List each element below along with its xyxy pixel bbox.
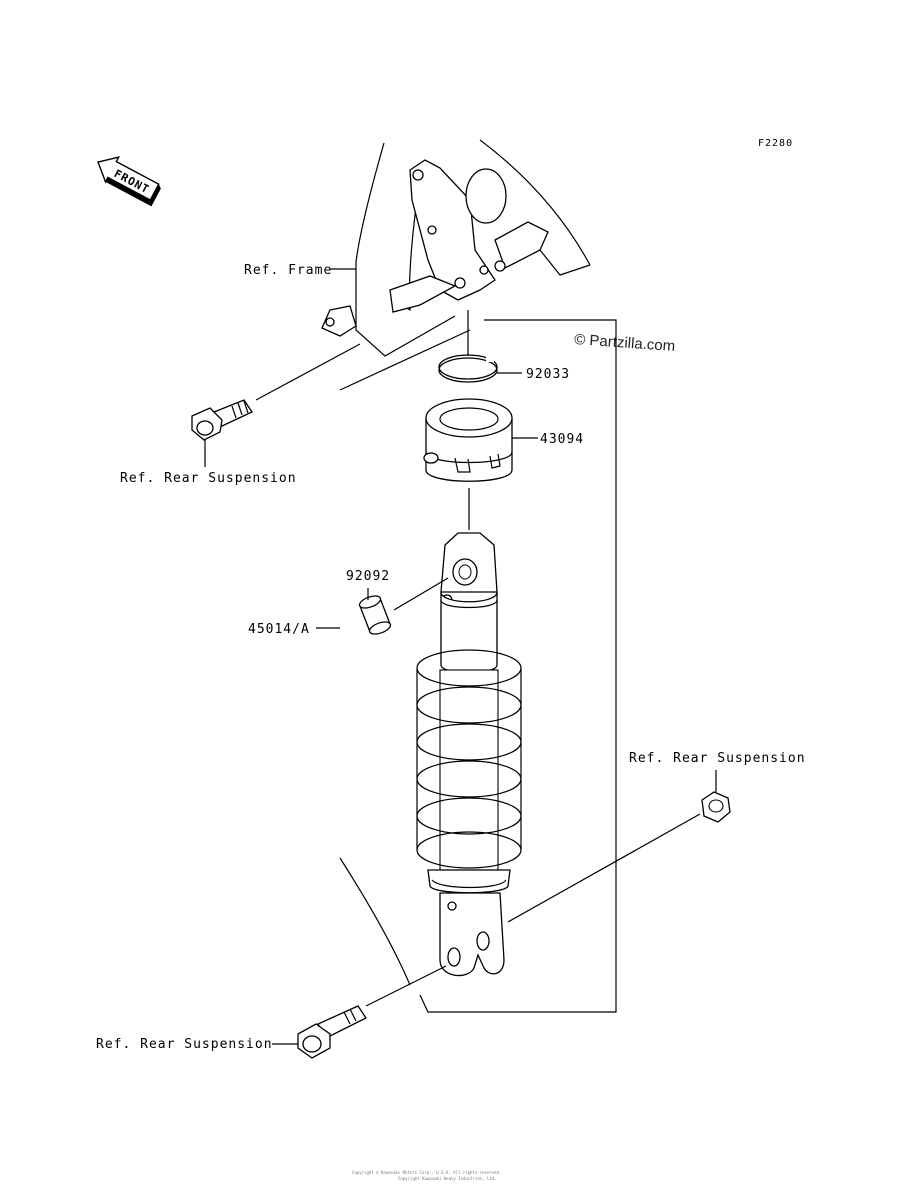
bottom-bolt: [297, 1005, 367, 1059]
part-43094-label: 43094: [540, 432, 584, 447]
part-92033-label: 92033: [526, 367, 570, 382]
right-nut: [701, 791, 731, 823]
ref-rear-suspension-bottom-label: Ref. Rear Suspension: [96, 1037, 273, 1052]
watermark: © Partzilla.com: [574, 331, 676, 355]
part-92092-label: 92092: [346, 569, 390, 584]
ref-rear-suspension-top-label: Ref. Rear Suspension: [120, 471, 297, 486]
front-arrow-icon: FRONT: [97, 156, 161, 207]
assembly-bracket-line: [419, 319, 617, 1013]
top-bolt-leader: [255, 343, 361, 401]
ref-rear-suspension-right-label: Ref. Rear Suspension: [629, 751, 806, 766]
collar-45014a: [358, 595, 392, 635]
right-nut-leader: [507, 813, 701, 923]
bottom-bolt-leader: [365, 965, 447, 1007]
diagram-code: F2280: [758, 138, 793, 149]
shock-absorber: [416, 532, 522, 977]
part-45014a-label: 45014/A: [248, 622, 310, 637]
frame-lower-line: [339, 857, 411, 986]
adjuster-nut-43094: [423, 398, 513, 482]
circlip-92033: [438, 354, 498, 383]
ref-frame-label: Ref. Frame: [244, 263, 332, 278]
footer-copyright-2: Copyright Kawasaki Heavy Industries, Ltd…: [398, 1176, 497, 1181]
frame-bracket: [321, 159, 549, 337]
top-bolt: [191, 399, 253, 441]
collar-axis-leader: [393, 577, 449, 611]
footer-copyright-1: Copyright © Kawasaki Motors Corp., U.S.A…: [352, 1170, 501, 1175]
